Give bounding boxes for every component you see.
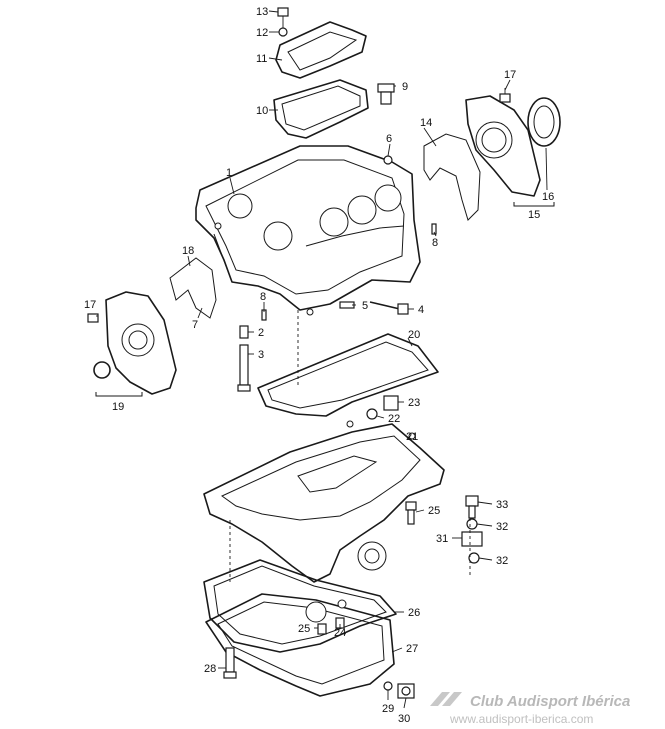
dowel-pin-6 xyxy=(383,155,393,165)
callout-1: 1 xyxy=(226,167,232,179)
front-gasket-18 xyxy=(169,257,217,319)
callout-22: 22 xyxy=(388,413,400,425)
front-seal-19 xyxy=(93,361,111,379)
callout-13: 13 xyxy=(256,6,268,18)
oil-seal-16 xyxy=(527,97,561,147)
callout-17-left: 17 xyxy=(84,299,96,311)
callout-21: 21 xyxy=(406,431,418,443)
breather-plug-9 xyxy=(377,83,395,105)
gasket-10 xyxy=(273,79,369,139)
callout-16: 16 xyxy=(542,191,554,203)
washer-12 xyxy=(278,27,288,37)
bolt-17-left xyxy=(87,313,99,323)
washer-32-lower xyxy=(468,552,480,564)
callout-24: 24 xyxy=(334,627,346,639)
callout-28: 28 xyxy=(204,663,216,675)
callout-26: 26 xyxy=(408,607,420,619)
seal-29 xyxy=(383,681,393,691)
callout-5: 5 xyxy=(362,300,368,312)
callout-29: 29 xyxy=(382,703,394,715)
sender-23 xyxy=(383,395,399,411)
callout-14: 14 xyxy=(420,117,432,129)
leader-lines xyxy=(96,10,548,709)
callout-15: 15 xyxy=(528,209,540,221)
gasket-20 xyxy=(257,333,439,417)
valve-31 xyxy=(461,531,483,547)
gasket-26 xyxy=(203,559,397,653)
callout-33: 33 xyxy=(496,499,508,511)
callout-8-upper: 8 xyxy=(432,237,438,249)
valve-cover-11 xyxy=(275,21,367,79)
watermark-url: www.audisport-iberica.com xyxy=(450,712,594,726)
front-cover-19 xyxy=(105,291,177,395)
callout-32-upper: 32 xyxy=(496,521,508,533)
callout-labels: 13 12 11 10 9 17 14 6 1 16 15 8 18 7 8 5… xyxy=(84,6,554,725)
bolt-13 xyxy=(277,7,289,28)
audisport-logo-icon xyxy=(430,692,462,706)
callout-9: 9 xyxy=(402,81,408,93)
callout-10: 10 xyxy=(256,105,268,117)
callout-25-upper: 25 xyxy=(428,505,440,517)
callout-30: 30 xyxy=(398,713,410,725)
rear-seal-housing-15 xyxy=(465,95,541,197)
bolt-4 xyxy=(369,301,409,315)
callout-31: 31 xyxy=(436,533,448,545)
callout-32-lower: 32 xyxy=(496,555,508,567)
callout-18: 18 xyxy=(182,245,194,257)
callout-17-right: 17 xyxy=(504,69,516,81)
upper-oil-pan-21 xyxy=(203,420,445,583)
callout-6: 6 xyxy=(386,133,392,145)
bolt-3 xyxy=(237,344,251,392)
callout-23: 23 xyxy=(408,397,420,409)
callout-3: 3 xyxy=(258,349,264,361)
bolt-17-right xyxy=(499,88,511,103)
callout-25-lower: 25 xyxy=(298,623,310,635)
rear-seal-gasket-14 xyxy=(423,133,481,221)
callout-19: 19 xyxy=(112,401,124,413)
watermark-title: Club Audisport Ibérica xyxy=(470,693,631,710)
dowel-8-upper xyxy=(431,223,437,235)
engine-block-1 xyxy=(195,145,421,316)
bolt-33 xyxy=(465,495,479,519)
callout-27: 27 xyxy=(406,643,418,655)
bolt-25-upper xyxy=(405,501,417,525)
callout-12: 12 xyxy=(256,27,268,39)
lower-oil-pan-27 xyxy=(205,593,395,697)
drain-plug-30 xyxy=(397,683,415,699)
washer-32-upper xyxy=(466,518,478,530)
bolt-28 xyxy=(223,647,237,679)
callout-11: 11 xyxy=(256,53,267,65)
dowel-5 xyxy=(339,301,355,309)
callout-4: 4 xyxy=(418,304,424,316)
bracket-15 xyxy=(513,202,555,207)
callout-2: 2 xyxy=(258,327,264,339)
callout-8-lower: 8 xyxy=(260,291,266,303)
callout-7: 7 xyxy=(192,319,198,331)
bracket-19 xyxy=(95,392,143,397)
seal-22 xyxy=(366,408,378,420)
bolt-25-lower xyxy=(317,623,327,635)
callout-20: 20 xyxy=(408,329,420,341)
sleeve-2 xyxy=(239,325,249,339)
